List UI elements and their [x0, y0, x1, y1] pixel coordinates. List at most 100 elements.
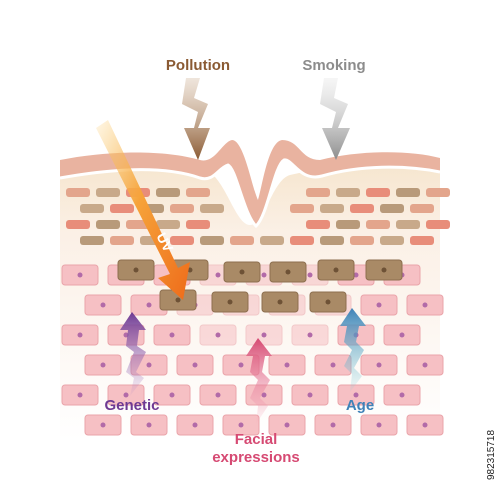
- facial-label-line1: Facial: [235, 431, 278, 448]
- epidermis-cell: [396, 220, 420, 229]
- cell-nucleus: [376, 302, 382, 308]
- cell-nucleus: [307, 332, 313, 338]
- cell-nucleus: [261, 272, 267, 278]
- genetic-arrow: [120, 312, 146, 396]
- cell-nucleus: [192, 362, 198, 368]
- epidermis-cell: [366, 220, 390, 229]
- epidermis-cell: [336, 188, 360, 197]
- epidermis-cell: [186, 220, 210, 229]
- cell-nucleus: [175, 297, 181, 303]
- pollution-label: Pollution: [166, 57, 230, 74]
- epidermis-cell: [80, 236, 104, 245]
- age-label: Age: [346, 397, 374, 414]
- epidermis-cell: [290, 236, 314, 245]
- cell-nucleus: [353, 392, 359, 398]
- facial-expressions-arrow: [246, 338, 272, 424]
- cell-nucleus: [333, 267, 339, 273]
- epidermis-cell: [96, 220, 120, 229]
- cell-nucleus: [146, 302, 152, 308]
- cell-nucleus: [399, 332, 405, 338]
- epidermis-cell: [66, 220, 90, 229]
- epidermis-cell: [306, 220, 330, 229]
- cell-nucleus: [100, 302, 106, 308]
- epidermis-cell: [410, 236, 434, 245]
- epidermis-cell: [200, 204, 224, 213]
- epidermis-cell: [186, 188, 210, 197]
- cell-nucleus: [146, 362, 152, 368]
- cell-nucleus: [77, 272, 83, 278]
- cell-nucleus: [353, 272, 359, 278]
- epidermis-cell: [156, 220, 180, 229]
- cell-nucleus: [123, 392, 129, 398]
- cell-nucleus: [284, 422, 290, 428]
- epidermis-cell: [290, 204, 314, 213]
- epidermis-cell: [320, 236, 344, 245]
- smoking-arrow: [320, 78, 350, 160]
- stock-id-text: 982315718: [486, 430, 497, 480]
- cell-nucleus: [261, 332, 267, 338]
- epidermis-cell: [380, 204, 404, 213]
- cell-nucleus: [325, 299, 331, 305]
- smoking-label: Smoking: [302, 57, 365, 74]
- cell-nucleus: [381, 267, 387, 273]
- epidermis-cell: [396, 188, 420, 197]
- epidermis-cell: [336, 220, 360, 229]
- skin-surface-wrinkle: [59, 140, 441, 229]
- cell-nucleus: [169, 332, 175, 338]
- epidermis-cell: [260, 236, 284, 245]
- cell-nucleus: [238, 362, 244, 368]
- cell-nucleus: [399, 392, 405, 398]
- genetic-label: Genetic: [104, 397, 159, 414]
- epidermis-cell: [170, 236, 194, 245]
- epidermis-cell: [230, 236, 254, 245]
- cell-nucleus: [215, 332, 221, 338]
- cell-nucleus: [77, 332, 83, 338]
- cell-nucleus: [169, 392, 175, 398]
- epidermis-cell: [366, 188, 390, 197]
- epidermis-cell: [426, 220, 450, 229]
- epidermis-cell: [306, 188, 330, 197]
- cell-nucleus: [277, 299, 283, 305]
- cell-nucleus: [238, 422, 244, 428]
- cell-nucleus: [330, 422, 336, 428]
- cell-nucleus: [133, 267, 139, 273]
- epidermis-cell: [66, 188, 90, 197]
- epidermis-cell: [410, 204, 434, 213]
- age-arrow: [340, 308, 366, 392]
- facial-label-line2: expressions: [212, 449, 300, 466]
- cell-nucleus: [422, 362, 428, 368]
- epidermis-cells: [66, 188, 450, 245]
- epidermis-cell: [426, 188, 450, 197]
- epidermis-cell: [170, 204, 194, 213]
- cell-nucleus: [284, 362, 290, 368]
- cell-nucleus: [100, 422, 106, 428]
- epidermis-cell: [350, 204, 374, 213]
- cell-nucleus: [77, 392, 83, 398]
- epidermis-cell: [110, 204, 134, 213]
- uv-arrow: UV: [96, 120, 190, 300]
- cell-nucleus: [100, 362, 106, 368]
- cell-nucleus: [330, 362, 336, 368]
- epidermis-cell: [200, 236, 224, 245]
- cell-nucleus: [146, 422, 152, 428]
- cell-nucleus: [192, 422, 198, 428]
- basal-cells: [117, 259, 403, 313]
- epidermis-cell: [96, 188, 120, 197]
- cell-nucleus: [307, 392, 313, 398]
- epidermis-cell: [350, 236, 374, 245]
- epidermis-cell: [156, 188, 180, 197]
- cell-nucleus: [239, 269, 245, 275]
- epidermis-cell: [380, 236, 404, 245]
- cell-nucleus: [376, 362, 382, 368]
- cell-nucleus: [215, 392, 221, 398]
- pollution-arrow: [182, 78, 210, 160]
- epidermis-cell: [110, 236, 134, 245]
- cell-nucleus: [422, 302, 428, 308]
- cell-nucleus: [227, 299, 233, 305]
- epidermis-cell: [80, 204, 104, 213]
- stock-id-vertical: 982315718: [486, 430, 497, 480]
- epidermis-cell: [320, 204, 344, 213]
- cell-nucleus: [215, 272, 221, 278]
- cell-nucleus: [261, 392, 267, 398]
